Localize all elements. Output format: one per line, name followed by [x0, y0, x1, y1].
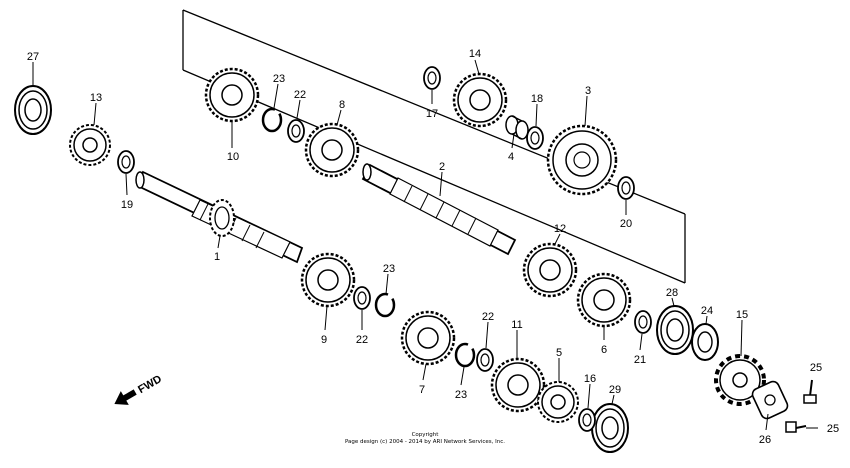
label-part-6: 6: [601, 344, 607, 356]
label-part-7: 7: [419, 384, 425, 396]
washer-18: [526, 126, 544, 150]
label-part-8: 8: [339, 99, 345, 111]
label-part-29: 29: [609, 384, 621, 396]
label-part-21: 21: [634, 354, 646, 366]
label-part-15: 15: [736, 309, 748, 321]
gear-11: [490, 357, 546, 413]
bolt-25-upper: [803, 379, 817, 404]
label-part-22a: 22: [294, 89, 306, 101]
label-part-3: 3: [585, 85, 591, 97]
washer-22a: [287, 119, 305, 143]
washer-20: [617, 176, 635, 200]
label-part-23a: 23: [273, 73, 285, 85]
label-part-28: 28: [666, 287, 678, 299]
circlip-23b: [374, 292, 396, 318]
label-part-27: 27: [27, 51, 39, 63]
washer-22b: [353, 286, 371, 310]
gear-13: [69, 124, 111, 166]
label-part-23b: 23: [383, 263, 395, 275]
gear-9: [300, 252, 356, 308]
fwd-label: FWD: [136, 373, 164, 396]
gear-6: [576, 272, 632, 328]
label-part-4: 4: [508, 151, 514, 163]
washer-17: [423, 66, 441, 90]
circlip-23c: [454, 342, 476, 368]
label-part-14: 14: [469, 48, 481, 60]
leader-lines: [32, 59, 818, 431]
label-part-18: 18: [531, 93, 543, 105]
sprocket-15: [714, 354, 766, 406]
countershaft: [361, 163, 517, 256]
label-part-26: 26: [759, 434, 771, 446]
label-part-25a: 25: [810, 362, 822, 374]
label-part-10: 10: [227, 151, 239, 163]
label-part-17: 17: [426, 108, 438, 120]
gear-8: [304, 122, 360, 178]
label-part-16: 16: [584, 373, 596, 385]
label-part-22c: 22: [482, 311, 494, 323]
label-part-5: 5: [556, 347, 562, 359]
gear-10: [204, 67, 260, 123]
bushing-4: [505, 115, 529, 140]
label-part-24: 24: [701, 305, 713, 317]
label-part-1: 1: [214, 251, 220, 263]
bearing-29: [591, 403, 629, 453]
washer-21: [634, 310, 652, 334]
part-labels: 27 13 10 23 22 8 14 17 18 3 4 19 2 20 1 …: [27, 48, 839, 446]
label-part-22b: 22: [356, 334, 368, 346]
fwd-arrow: FWD: [114, 373, 164, 405]
gear-7: [400, 310, 456, 366]
gear-5: [537, 381, 579, 423]
bolt-25-lower: [785, 421, 807, 433]
plate-26: [751, 380, 789, 420]
washer-22c: [476, 348, 494, 372]
circlip-23a: [261, 107, 283, 133]
bearing-27: [14, 85, 52, 135]
gear-3: [546, 124, 618, 196]
label-part-19: 19: [121, 199, 133, 211]
label-part-13: 13: [90, 92, 102, 104]
label-part-2: 2: [439, 161, 445, 173]
gear-14: [452, 72, 508, 128]
washer-16: [578, 408, 596, 432]
copyright-title: Copyright: [412, 432, 440, 438]
label-part-11: 11: [511, 319, 522, 331]
washer-19: [117, 150, 135, 174]
bearing-24: [691, 323, 719, 361]
label-part-25b: 25: [827, 423, 839, 435]
label-part-23c: 23: [455, 389, 467, 401]
label-part-9: 9: [321, 334, 327, 346]
gear-12: [522, 242, 578, 298]
label-part-12: 12: [554, 223, 566, 235]
label-part-20: 20: [620, 218, 632, 230]
copyright-notice: Page design (c) 2004 - 2014 by ARI Netwo…: [345, 439, 505, 445]
bearing-28: [656, 305, 694, 355]
main-shaft-gear: [209, 199, 235, 237]
